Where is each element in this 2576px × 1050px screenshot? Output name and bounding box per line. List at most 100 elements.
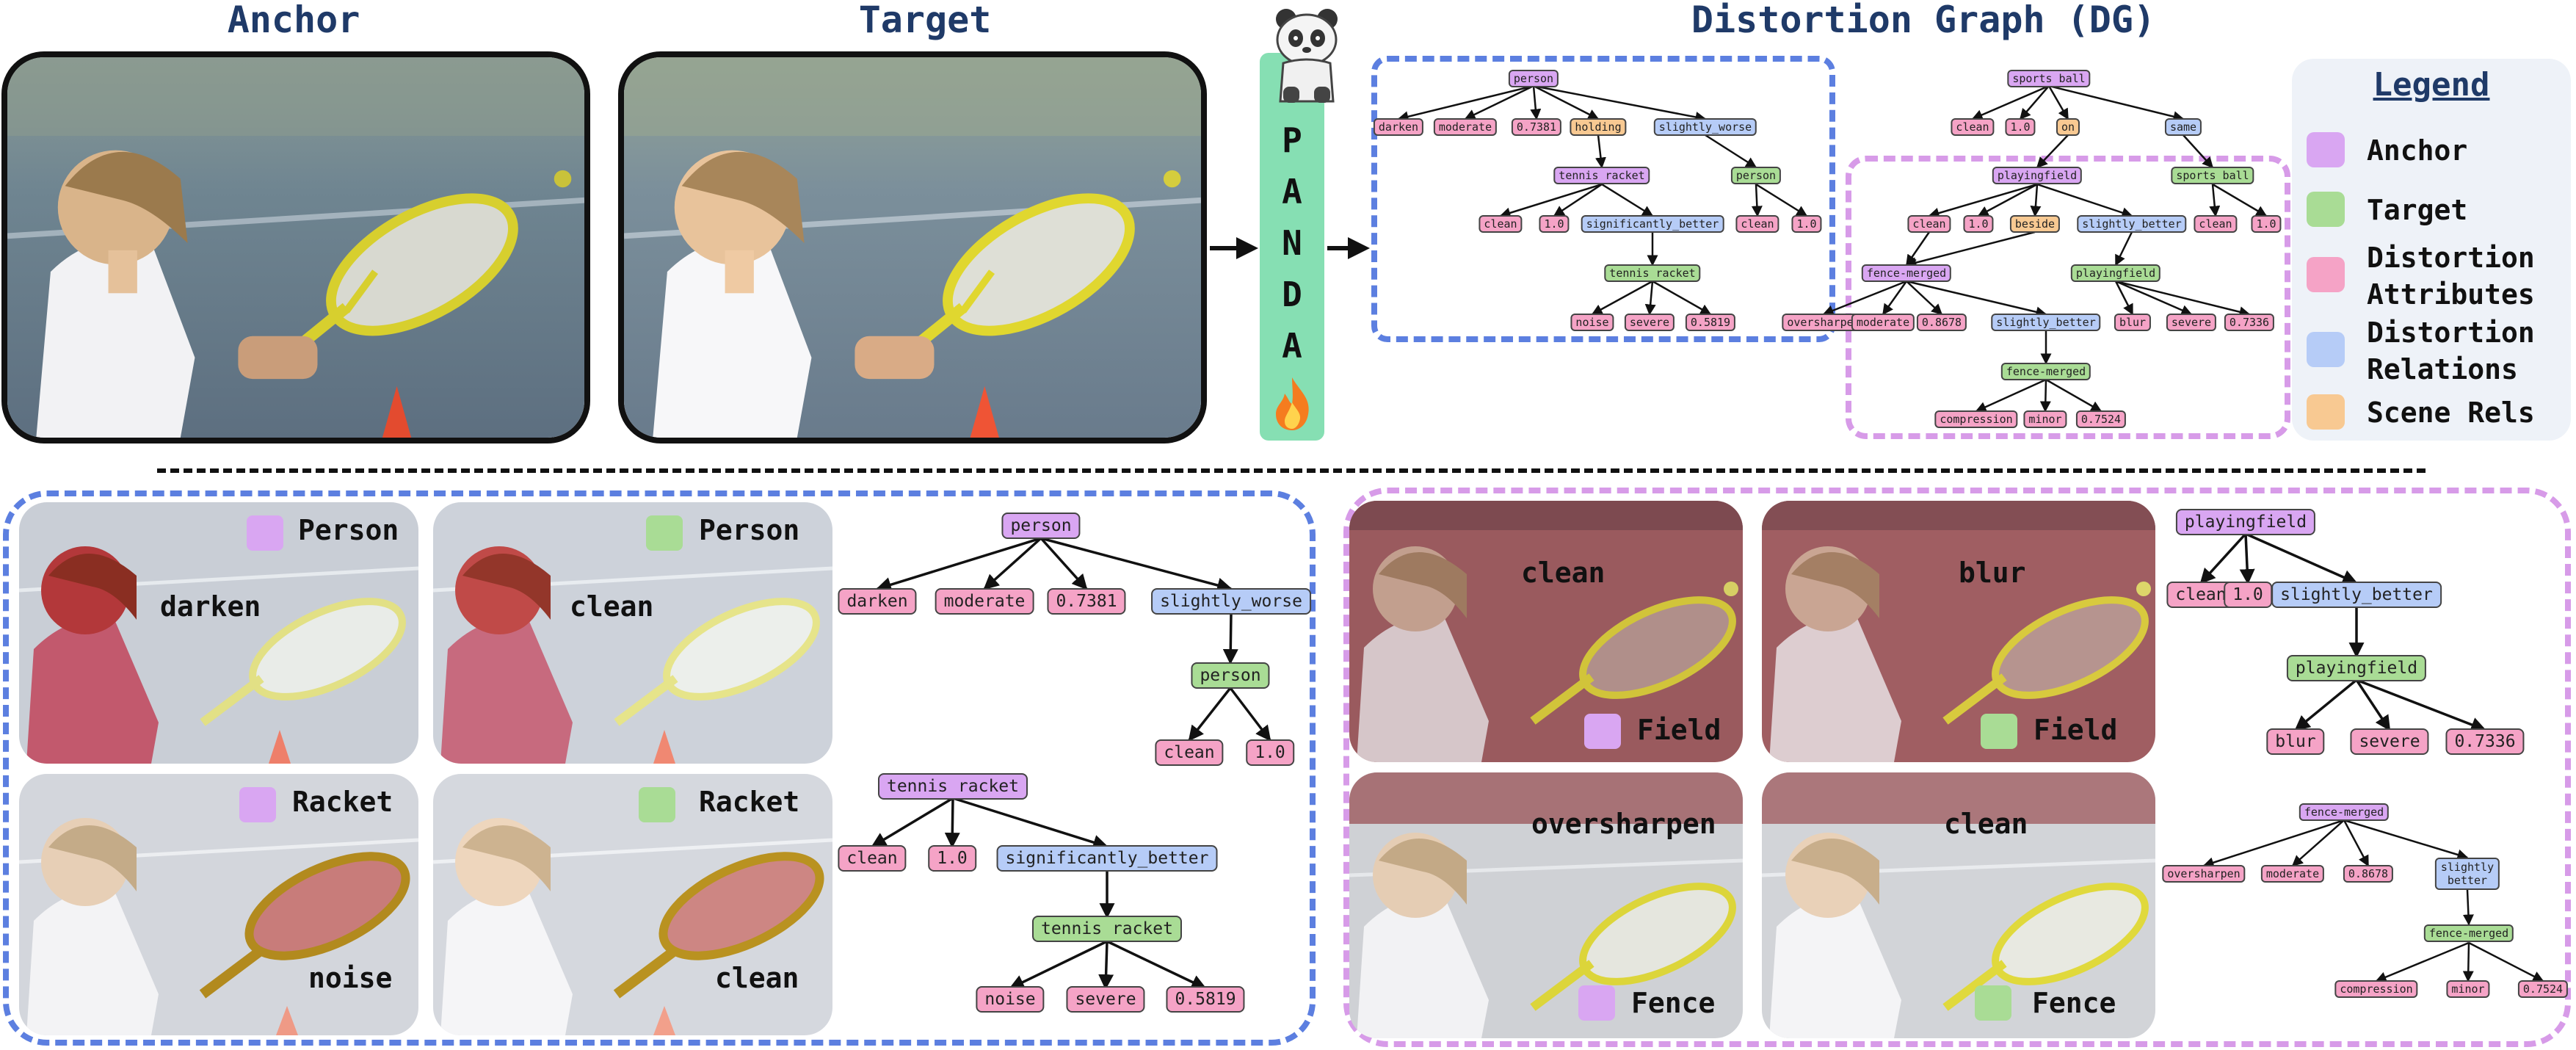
legend-label: Scene Rels (2367, 397, 2535, 429)
dg-node-clean: clean (1907, 215, 1951, 233)
swatch-target (1981, 714, 2017, 749)
br-node-playingfield-target: playingfield (2286, 655, 2427, 681)
br-node-compression: compression (2334, 980, 2418, 998)
target-title: Target (858, 0, 992, 41)
swatch-target (639, 787, 675, 822)
dg-node-slightly-worse: slightly_worse (1653, 118, 1757, 136)
dg-node-clean: clean (1951, 118, 1995, 136)
legend: Legend Anchor Target Distortion Attribut… (2292, 59, 2571, 441)
bl-node-severe: severe (1066, 986, 1145, 1013)
dg-node-severe: severe (1624, 314, 1675, 331)
thumb-fence-anchor (1349, 772, 1743, 1038)
panda-letter: P (1282, 120, 1302, 160)
thumb-racket-anchor (19, 774, 418, 1035)
dg-node-same: same (2164, 118, 2202, 136)
legend-swatch-anchor (2307, 132, 2345, 167)
dg-title: Distortion Graph (DG) (1691, 0, 2156, 41)
thumb-tag: Person (699, 514, 800, 546)
dg-node-slightly-better: slightly_better (1991, 314, 2101, 331)
dg-node-sports-ball-target: sports ball (2171, 167, 2254, 184)
br-node-oversharpen: oversharpen (2162, 865, 2246, 883)
swatch-target (646, 515, 683, 551)
dg-node-score: 0.7524 (2075, 410, 2127, 428)
dg-node-minor: minor (2023, 410, 2067, 428)
dg-node-person: person (1508, 70, 1559, 87)
bl-node-score: 1.0 (1246, 739, 1294, 766)
thumb-racket-target (433, 774, 832, 1035)
dg-node-significantly-better: significantly_better (1581, 215, 1724, 233)
swatch-target (1975, 985, 2011, 1021)
legend-swatch-target (2307, 192, 2345, 227)
bl-node-moderate: moderate (935, 588, 1034, 615)
panda-letter: D (1282, 275, 1302, 314)
legend-title: Legend (2373, 66, 2490, 104)
br-node-slightly-better: slightly_better (2271, 582, 2442, 608)
thumb-distortion: clean (715, 962, 799, 994)
dg-node-score: 1.0 (2005, 118, 2036, 136)
dg-node-holding: holding (1570, 118, 1627, 136)
dg-node-score: 0.8678 (1916, 314, 1967, 331)
dg-node-moderate: moderate (1433, 118, 1498, 136)
dg-node-fence-merged-target: fence-merged (2000, 363, 2091, 380)
thumb-distortion: darken (160, 590, 261, 623)
thumb-tag: Person (298, 514, 399, 546)
dg-node-fence-merged: fence-merged (1861, 264, 1952, 282)
swatch-anchor (239, 787, 276, 822)
bl-node-person: person (1001, 513, 1081, 539)
thumb-tag: Racket (699, 786, 800, 818)
section-separator (157, 468, 2426, 473)
br-node-clean: clean (2166, 582, 2235, 608)
bl-node-tennis-racket-target: tennis racket (1031, 916, 1183, 942)
thumb-field-target (1762, 501, 2155, 762)
thumb-person-anchor (19, 502, 418, 764)
thumb-distortion: oversharpen (1531, 808, 1716, 840)
bl-node-noise: noise (976, 986, 1045, 1013)
swatch-anchor (1584, 714, 1621, 749)
br-node-fence-merged-target: fence-merged (2423, 924, 2514, 942)
dg-node-sports-ball: sports ball (2007, 70, 2091, 87)
legend-swatch-scene (2307, 394, 2345, 430)
thumb-tag: Field (2033, 714, 2118, 746)
panda-letter: A (1282, 326, 1302, 366)
thumb-person-target (433, 502, 832, 764)
thumb-tag: Fence (1631, 987, 1716, 1019)
bl-node-person-target: person (1191, 662, 1270, 689)
br-node-score: 0.8678 (2343, 865, 2394, 883)
br-node-score: 0.7336 (2445, 728, 2525, 755)
dg-node-darken: darken (1373, 118, 1424, 136)
swatch-anchor (1578, 985, 1615, 1021)
legend-label: Distortion Relations (2367, 316, 2535, 385)
br-node-score: 0.7524 (2517, 980, 2569, 998)
dg-node-score: 0.5819 (1685, 314, 1736, 331)
bl-node-slightly-worse: slightly_worse (1151, 588, 1311, 615)
br-node-slightly-better: slightly better (2434, 858, 2500, 890)
dg-node-score: 1.0 (1963, 215, 1994, 233)
bl-node-significantly-better: significantly_better (996, 845, 1218, 872)
bl-node-darken: darken (838, 588, 917, 615)
target-image (618, 51, 1207, 443)
legend-label: Distortion Attributes (2367, 242, 2535, 311)
legend-swatch-attributes (2307, 257, 2345, 292)
dg-node-score: 0.7336 (2224, 314, 2275, 331)
thumb-tag: Field (1637, 714, 1721, 746)
bl-node-tennis-racket: tennis racket (877, 773, 1028, 800)
br-node-score: 1.0 (2224, 582, 2272, 608)
dg-node-compression: compression (1934, 410, 2018, 428)
dg-node-person-target: person (1730, 167, 1782, 184)
bl-node-score: 0.5819 (1166, 986, 1245, 1013)
thumb-distortion: clean (1944, 808, 2028, 840)
dg-node-score: 1.0 (2251, 215, 2282, 233)
dg-node-playingfield: playingfield (1992, 167, 2083, 184)
fire-icon (1276, 377, 1309, 430)
br-node-fence-merged: fence-merged (2299, 803, 2390, 821)
bottom-left-panel (3, 490, 1316, 1046)
dg-node-oversharpen: oversharpen (1782, 314, 1865, 331)
legend-swatch-relations (2307, 332, 2345, 367)
br-node-playingfield: playingfield (2175, 509, 2316, 535)
dg-node-tennis-racket-target: tennis racket (1604, 264, 1701, 282)
bl-node-score: 1.0 (928, 845, 976, 872)
dg-node-clean: clean (1479, 215, 1523, 233)
dg-node-moderate: moderate (1851, 314, 1915, 331)
legend-label: Anchor (2367, 134, 2468, 167)
dg-node-score: 1.0 (1539, 215, 1570, 233)
